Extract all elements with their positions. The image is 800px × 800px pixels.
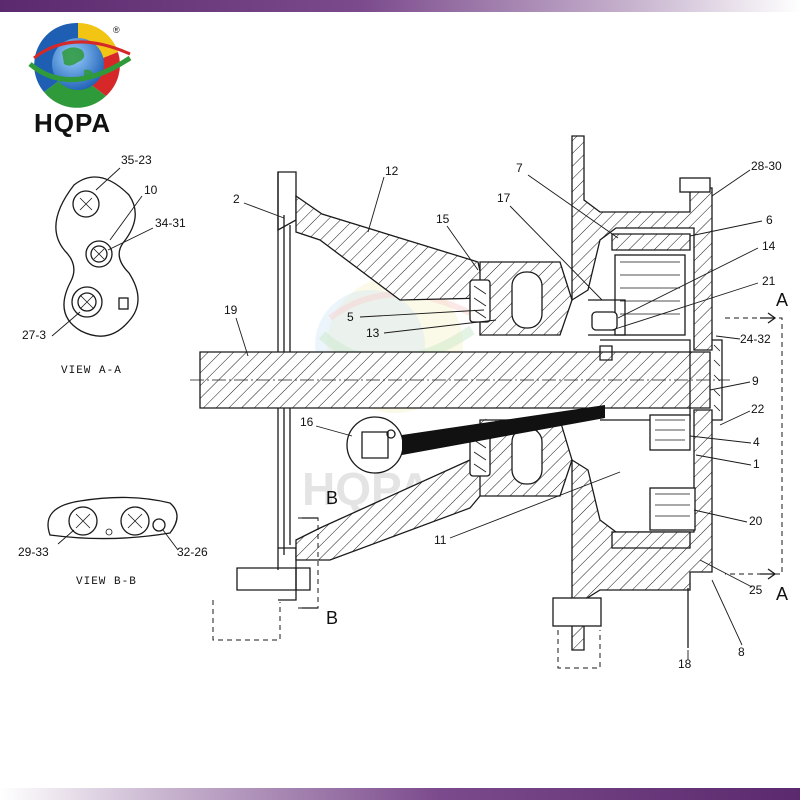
callout-17: 17 bbox=[497, 191, 511, 205]
callout-14: 14 bbox=[762, 239, 776, 253]
main-section-drawing bbox=[190, 135, 783, 669]
callout-10: 10 bbox=[144, 183, 158, 197]
leader-lines bbox=[235, 169, 763, 660]
callout-15: 15 bbox=[436, 212, 450, 226]
callout-29-33: 29-33 bbox=[18, 545, 49, 559]
callout-21: 21 bbox=[762, 274, 776, 288]
callout-16: 16 bbox=[300, 415, 314, 429]
callout-28-30: 28-30 bbox=[751, 159, 782, 173]
view-a-a-caption: VIEW A-A bbox=[61, 365, 122, 377]
callout-20: 20 bbox=[749, 514, 763, 528]
callout-4: 4 bbox=[753, 435, 760, 449]
top-purple-band bbox=[0, 0, 800, 12]
callout-35-23: 35-23 bbox=[121, 153, 152, 167]
callout-22: 22 bbox=[751, 402, 765, 416]
callout-13: 13 bbox=[366, 326, 380, 340]
view-b-b-drawing bbox=[47, 496, 178, 540]
callout-32-26: 32-26 bbox=[177, 545, 208, 559]
callout-19: 19 bbox=[224, 303, 238, 317]
callout-24-32: 24-32 bbox=[740, 332, 771, 346]
callout-34-31: 34-31 bbox=[155, 216, 186, 230]
callout-9: 9 bbox=[752, 374, 759, 388]
bottom-purple-band bbox=[0, 788, 800, 800]
callout-12: 12 bbox=[385, 164, 399, 178]
brand-name: HQPA bbox=[34, 108, 111, 138]
section-b-top: B bbox=[326, 488, 338, 508]
section-b-bottom: B bbox=[326, 608, 338, 628]
callout-11: 11 bbox=[434, 533, 447, 547]
callout-25: 25 bbox=[749, 583, 763, 597]
callout-5: 5 bbox=[347, 310, 354, 324]
callout-7: 7 bbox=[516, 161, 523, 175]
view-b-b-caption: VIEW B-B bbox=[76, 576, 137, 588]
callout-8: 8 bbox=[738, 645, 745, 659]
view-a-a-drawing bbox=[55, 176, 139, 337]
callout-6: 6 bbox=[766, 213, 773, 227]
callout-1: 1 bbox=[753, 457, 760, 471]
section-a-bottom: A bbox=[776, 584, 788, 604]
callout-2: 2 bbox=[233, 192, 240, 206]
hqpa-globe-logo-icon bbox=[28, 22, 132, 108]
registered-mark: ® bbox=[113, 25, 120, 35]
callout-27-3: 27-3 bbox=[22, 328, 46, 342]
section-a-top: A bbox=[776, 290, 788, 310]
callout-18: 18 bbox=[678, 657, 692, 671]
